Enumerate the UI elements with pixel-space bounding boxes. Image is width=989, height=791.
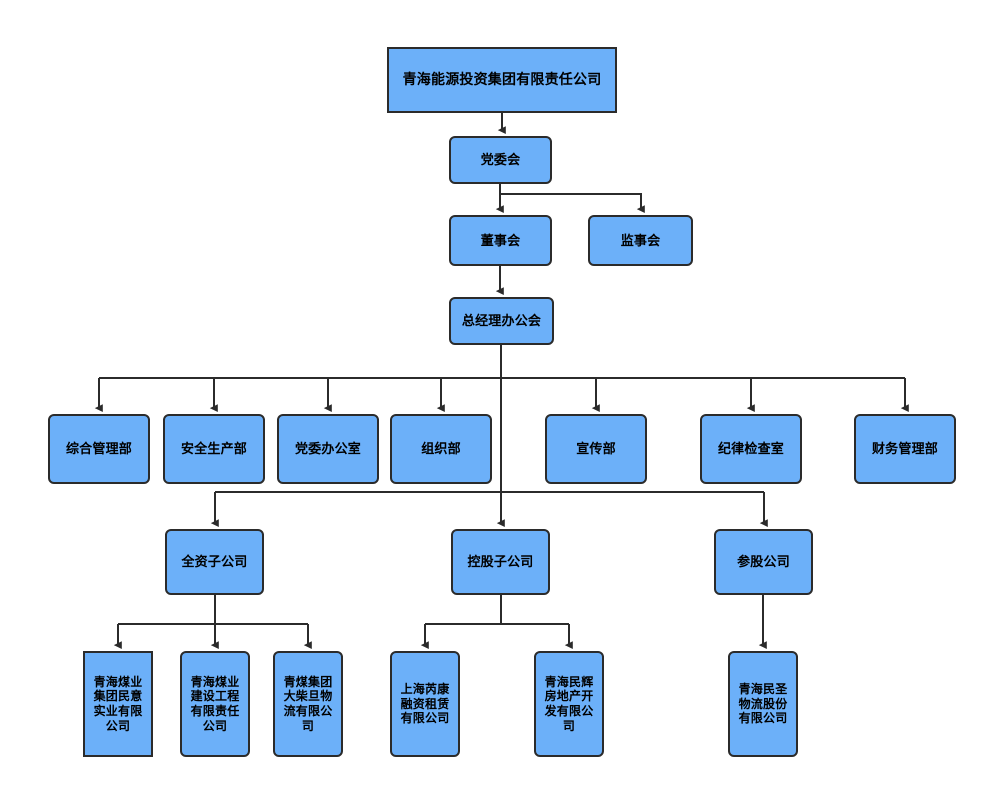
- node-dept-party-office[interactable]: 党委办公室: [277, 414, 379, 484]
- node-qinghai-minsheng-logistics[interactable]: 青海民圣物流股份有限公司: [728, 651, 798, 757]
- node-dept-propaganda[interactable]: 宣传部: [545, 414, 647, 484]
- node-label-board-of-directors: 董事会: [480, 232, 521, 248]
- node-label-dept-discipline-inspection: 纪律检查室: [717, 441, 784, 457]
- node-label-party-committee: 党委会: [480, 152, 521, 168]
- node-label-dept-finance-management: 财务管理部: [871, 441, 938, 457]
- node-label-holding-subsidiaries: 控股子公司: [467, 554, 534, 570]
- node-dept-finance-management[interactable]: 财务管理部: [854, 414, 956, 484]
- node-label-dept-organization: 组织部: [421, 441, 461, 457]
- connector-group: [94, 113, 909, 650]
- node-label-dept-general-management: 综合管理部: [65, 441, 132, 457]
- node-label-equity-participation-companies: 参股公司: [737, 554, 790, 570]
- node-label-qingmei-dachaidan-logistics: 青煤集团大柴旦物流有限公司: [283, 674, 333, 733]
- node-group[interactable]: 青海能源投资集团有限责任公司: [387, 47, 617, 113]
- node-board-of-supervisors[interactable]: 监事会: [588, 215, 693, 266]
- node-dept-discipline-inspection[interactable]: 纪律检查室: [700, 414, 802, 484]
- node-qingmei-dachaidan-logistics[interactable]: 青煤集团大柴旦物流有限公司: [273, 651, 343, 757]
- node-label-shanghai-ruikang-leasing: 上海芮康融资租赁有限公司: [400, 682, 450, 726]
- node-qinghai-coal-construction[interactable]: 青海煤业建设工程有限责任公司: [180, 651, 250, 757]
- node-label-wholly-owned-subsidiaries: 全资子公司: [181, 554, 248, 570]
- node-dept-organization[interactable]: 组织部: [390, 414, 492, 484]
- node-dept-safety-production[interactable]: 安全生产部: [163, 414, 265, 484]
- node-wholly-owned-subsidiaries[interactable]: 全资子公司: [165, 529, 264, 595]
- node-dept-general-management[interactable]: 综合管理部: [48, 414, 150, 484]
- node-label-qinghai-coal-construction: 青海煤业建设工程有限责任公司: [190, 674, 240, 733]
- node-shanghai-ruikang-leasing[interactable]: 上海芮康融资租赁有限公司: [390, 651, 460, 757]
- node-label-gm-office-meeting: 总经理办公会: [461, 313, 542, 329]
- node-label-dept-party-office: 党委办公室: [294, 441, 361, 457]
- node-label-qinghai-coal-minyi: 青海煤业集团民意实业有限公司: [93, 674, 143, 733]
- node-qinghai-coal-minyi[interactable]: 青海煤业集团民意实业有限公司: [83, 651, 153, 757]
- node-qinghai-minhui-realestate[interactable]: 青海民辉房地产开发有限公司: [534, 651, 604, 757]
- node-label-group: 青海能源投资集团有限责任公司: [402, 71, 602, 88]
- node-party-committee[interactable]: 党委会: [449, 136, 552, 184]
- node-label-qinghai-minsheng-logistics: 青海民圣物流股份有限公司: [738, 682, 788, 726]
- node-label-qinghai-minhui-realestate: 青海民辉房地产开发有限公司: [544, 674, 594, 733]
- node-label-dept-propaganda: 宣传部: [576, 441, 616, 457]
- node-label-board-of-supervisors: 监事会: [620, 232, 661, 248]
- node-board-of-directors[interactable]: 董事会: [449, 215, 552, 266]
- node-equity-participation-companies[interactable]: 参股公司: [714, 529, 813, 595]
- node-gm-office-meeting[interactable]: 总经理办公会: [449, 297, 554, 345]
- node-label-dept-safety-production: 安全生产部: [180, 441, 247, 457]
- connector-party-committee-to-board-of-supervisors: [500, 193, 645, 214]
- node-holding-subsidiaries[interactable]: 控股子公司: [451, 529, 550, 595]
